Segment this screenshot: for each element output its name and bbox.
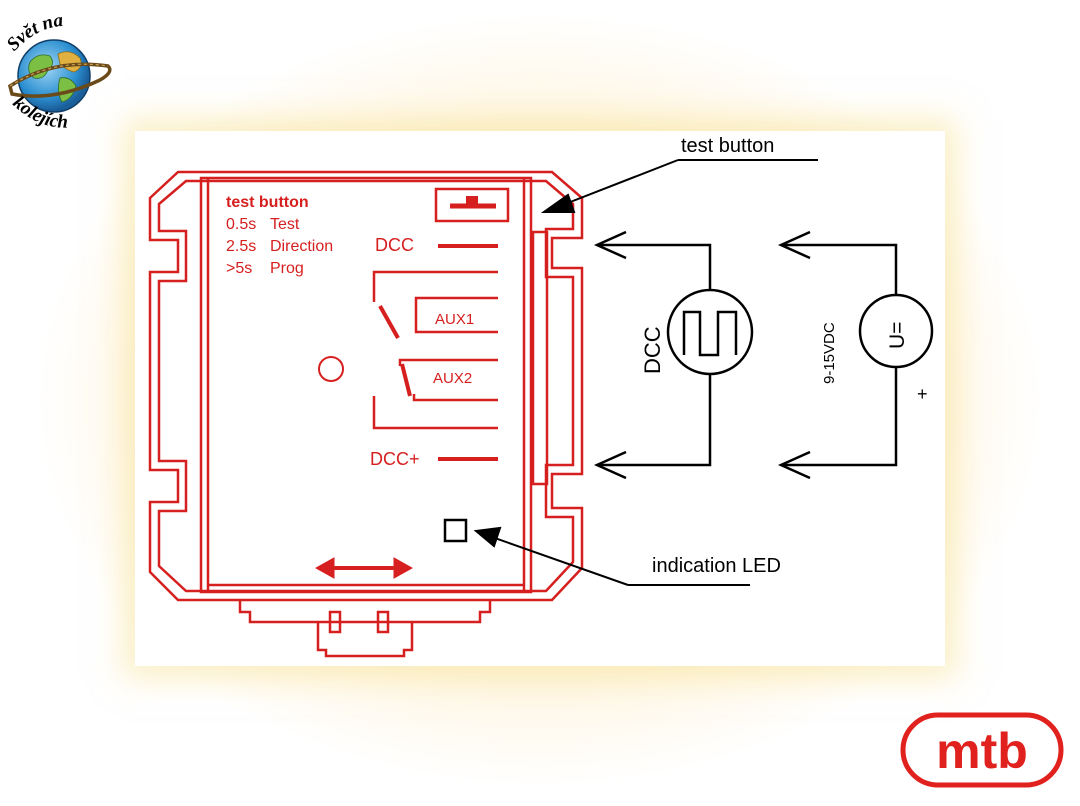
voltage-range-label: 9-15VDC: [821, 322, 838, 384]
mtb-logo: mtb: [900, 712, 1064, 788]
housing-inner: [157, 179, 575, 593]
arrow-head-voltage-bottom: [777, 450, 811, 480]
callout-test-button: [540, 159, 818, 213]
mounting-hole: [318, 356, 344, 382]
info-line-time: 2.5s: [226, 238, 256, 255]
callout-indication-led-label: indication LED: [652, 555, 781, 577]
voltage-source-circle: [858, 293, 934, 369]
globe-icon: [7, 39, 112, 113]
info-line-action: Direction: [270, 238, 333, 255]
aux2-contact-upper: [398, 358, 498, 366]
cover-panel: [199, 176, 533, 594]
dcc-source: [593, 230, 754, 480]
voltage-wire-bottom: [782, 368, 898, 467]
dcc-wire-top: [600, 243, 712, 290]
aux2-switch: [400, 363, 412, 397]
info-line-action: Test: [270, 216, 300, 233]
arrow-head-voltage-top: [777, 230, 811, 260]
info-line-action: Prog: [270, 260, 304, 277]
terminal-dcc-plus-label: DCC+: [370, 449, 420, 469]
terminal-dcc-minus-label: DCC: [375, 235, 414, 255]
info-line-time: 0.5s: [226, 216, 256, 233]
dcc-wire-bottom: [600, 374, 712, 467]
aux1-switch: [378, 305, 400, 339]
arrow-head-dcc-bottom: [593, 450, 627, 480]
side-clip: [531, 230, 549, 486]
connector-base: [238, 600, 492, 624]
info-title: test button: [226, 194, 309, 211]
connector-pin-left: [328, 610, 342, 634]
aux1-contact-lower: [414, 296, 498, 334]
callout-test-button-label: test button: [681, 135, 774, 157]
connector-plug: [316, 622, 414, 658]
dcc-source-label: DCC: [640, 326, 665, 374]
terminal-aux2-label: AUX2: [433, 370, 472, 387]
info-lines: 0.5s Test 2.5s Direction >5s Prog: [226, 216, 333, 277]
connector-pin-right: [376, 610, 390, 634]
mtb-logo-text: mtb: [936, 723, 1028, 779]
voltage-wire-top: [782, 243, 898, 294]
aux2-contact-lower: [412, 394, 498, 402]
test-button-symbol: [434, 187, 510, 223]
arrow-head-dcc-top: [593, 230, 627, 260]
terminal-aux1-label: AUX1: [435, 311, 474, 328]
voltage-source: [777, 230, 934, 480]
callout-indication-led: [473, 526, 750, 586]
direction-arrow-icon: [314, 557, 414, 579]
svet-na-kolejich-logo: Svět na kolejích: [4, 10, 112, 133]
indication-led: [443, 518, 468, 543]
aux1-contact-upper: [372, 270, 498, 302]
dcc-source-circle: [666, 288, 754, 376]
info-line-time: >5s: [226, 260, 252, 277]
common-line: [372, 396, 498, 430]
device-housing: [148, 170, 584, 658]
plus-sign: +: [917, 384, 928, 404]
diagram-panel: [135, 131, 945, 666]
voltage-symbol: U=: [886, 322, 909, 349]
housing-outer: [148, 170, 584, 602]
terminal-block: [372, 244, 498, 461]
square-wave-icon: [682, 310, 738, 357]
